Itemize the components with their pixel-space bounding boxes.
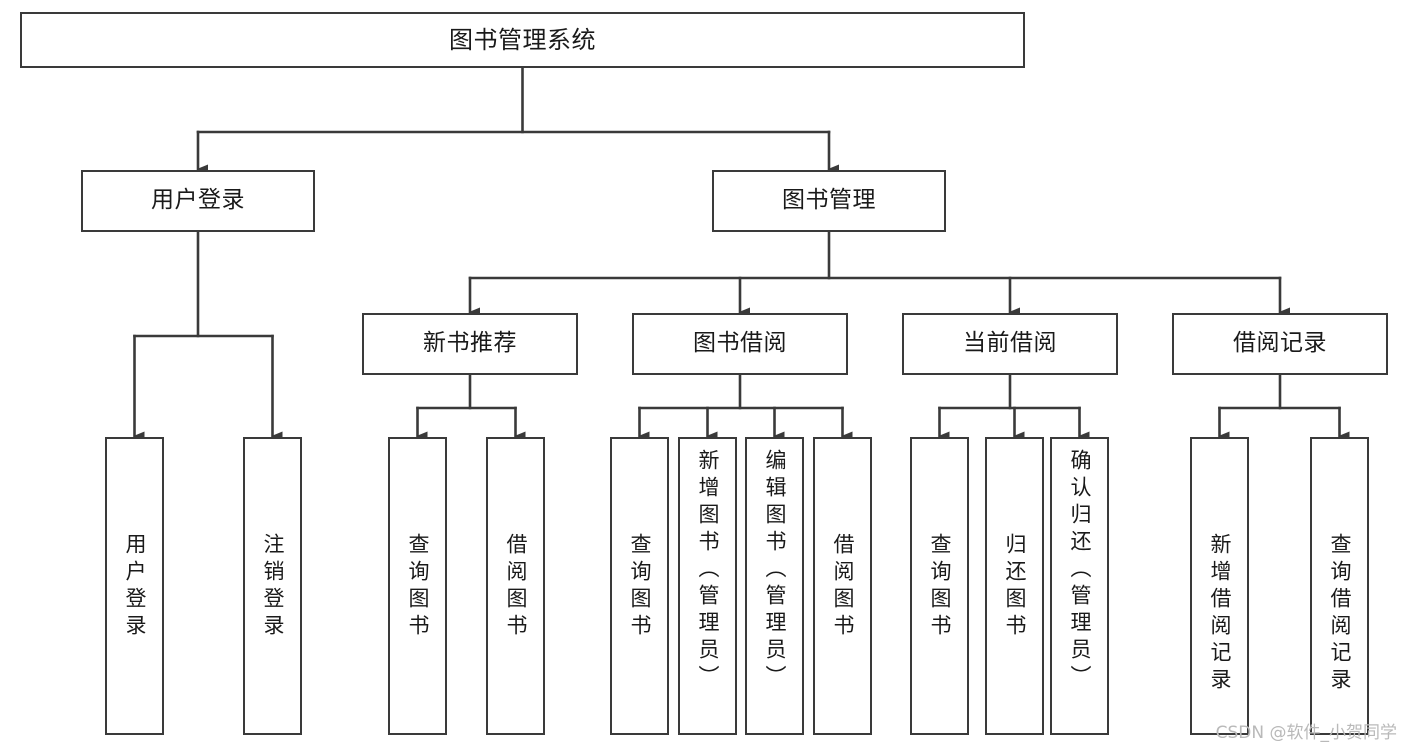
- node-label: 新书推荐: [423, 330, 517, 357]
- node-label: 查询图书: [406, 533, 430, 641]
- node-current-borrow[interactable]: 当前借阅: [902, 313, 1118, 375]
- node-root-system[interactable]: 图书管理系统: [20, 12, 1025, 68]
- node-label: 新增图书（管理员）: [696, 449, 720, 692]
- leaf-user-logout[interactable]: 注销登录: [243, 437, 302, 735]
- node-label: 图书借阅: [693, 330, 787, 357]
- node-user-login[interactable]: 用户登录: [81, 170, 315, 232]
- leaf-borrow-edit-book-admin[interactable]: 编辑图书（管理员）: [745, 437, 804, 735]
- node-label: 借阅记录: [1233, 330, 1327, 357]
- node-book-management[interactable]: 图书管理: [712, 170, 946, 232]
- leaf-user-login[interactable]: 用户登录: [105, 437, 164, 735]
- node-label: 查询借阅记录: [1328, 533, 1352, 695]
- leaf-borrow-borrow-book[interactable]: 借阅图书: [813, 437, 872, 735]
- node-label: 图书管理: [782, 187, 876, 214]
- node-label: 编辑图书（管理员）: [763, 449, 787, 692]
- node-label: 新增借阅记录: [1208, 533, 1232, 695]
- node-book-borrow[interactable]: 图书借阅: [632, 313, 848, 375]
- node-label: 借阅图书: [504, 533, 528, 641]
- node-label: 注销登录: [261, 533, 285, 641]
- node-label: 用户登录: [123, 533, 147, 641]
- node-label: 图书管理系统: [449, 25, 596, 54]
- node-label: 确认归还（管理员）: [1068, 449, 1092, 692]
- leaf-current-return-book[interactable]: 归还图书: [985, 437, 1044, 735]
- node-label: 归还图书: [1003, 533, 1027, 641]
- node-label: 借阅图书: [831, 533, 855, 641]
- node-label: 查询图书: [928, 533, 952, 641]
- leaf-borrow-add-book-admin[interactable]: 新增图书（管理员）: [678, 437, 737, 735]
- leaf-current-confirm-return-admin[interactable]: 确认归还（管理员）: [1050, 437, 1109, 735]
- node-label: 当前借阅: [963, 330, 1057, 357]
- node-label: 用户登录: [151, 187, 245, 214]
- leaf-borrow-query-book[interactable]: 查询图书: [610, 437, 669, 735]
- leaf-current-query-book[interactable]: 查询图书: [910, 437, 969, 735]
- node-new-book-recommend[interactable]: 新书推荐: [362, 313, 578, 375]
- leaf-record-query-borrow-record[interactable]: 查询借阅记录: [1310, 437, 1369, 735]
- leaf-recommend-query-book[interactable]: 查询图书: [388, 437, 447, 735]
- leaf-recommend-borrow-book[interactable]: 借阅图书: [486, 437, 545, 735]
- node-borrow-record[interactable]: 借阅记录: [1172, 313, 1388, 375]
- node-label: 查询图书: [628, 533, 652, 641]
- leaf-record-add-borrow-record[interactable]: 新增借阅记录: [1190, 437, 1249, 735]
